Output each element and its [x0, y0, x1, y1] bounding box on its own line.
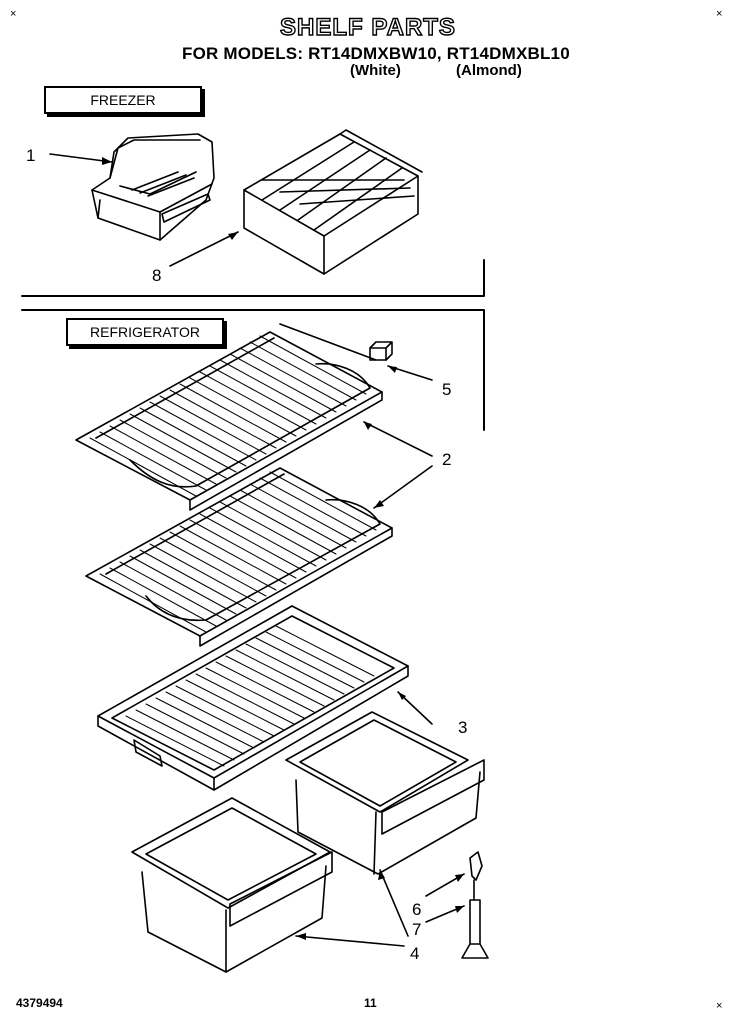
corner-mark-icon: ×	[716, 8, 723, 20]
callout-number: 6	[412, 900, 422, 919]
leader-lines	[49, 153, 465, 947]
crisper-cover-grid	[125, 625, 375, 767]
document-number: 4379494	[16, 996, 63, 1010]
crisper-cover	[97, 605, 409, 791]
models-line: FOR MODELS: RT14DMXBW10, RT14DMXBL10	[182, 44, 570, 63]
wire-shelf-upper-rods	[89, 335, 367, 497]
freezer-section-label: FREEZER	[44, 86, 202, 114]
wire-shelf-upper	[75, 323, 383, 511]
corner-mark-icon: ×	[10, 8, 17, 20]
corner-mark-icon: ×	[716, 1000, 723, 1012]
color-almond-label: (Almond)	[456, 62, 522, 79]
callout-number: 8	[152, 266, 162, 285]
color-white-label: (White)	[350, 62, 401, 79]
refrigerator-section-label: REFRIGERATOR	[66, 318, 224, 346]
callout-number: 5	[442, 380, 452, 399]
callout-number: 1	[26, 146, 36, 165]
freezer-basket	[91, 133, 215, 241]
wire-shelf-lower-rods	[99, 471, 377, 633]
page-title: SHELF PARTS	[279, 13, 456, 41]
callout-number: 7	[412, 920, 422, 939]
roller-assembly	[461, 851, 489, 959]
callout-number: 2	[442, 450, 452, 469]
wire-shelf-lower	[85, 467, 393, 647]
callout-number: 4	[410, 944, 420, 963]
crisper-drawer-left	[131, 797, 333, 973]
freezer-shelf	[243, 129, 423, 275]
callout-number: 3	[458, 718, 468, 737]
page-number: 11	[364, 996, 377, 1010]
shelf-clip	[369, 341, 393, 361]
crisper-drawer-right	[285, 711, 485, 875]
arrowheads	[102, 157, 464, 940]
